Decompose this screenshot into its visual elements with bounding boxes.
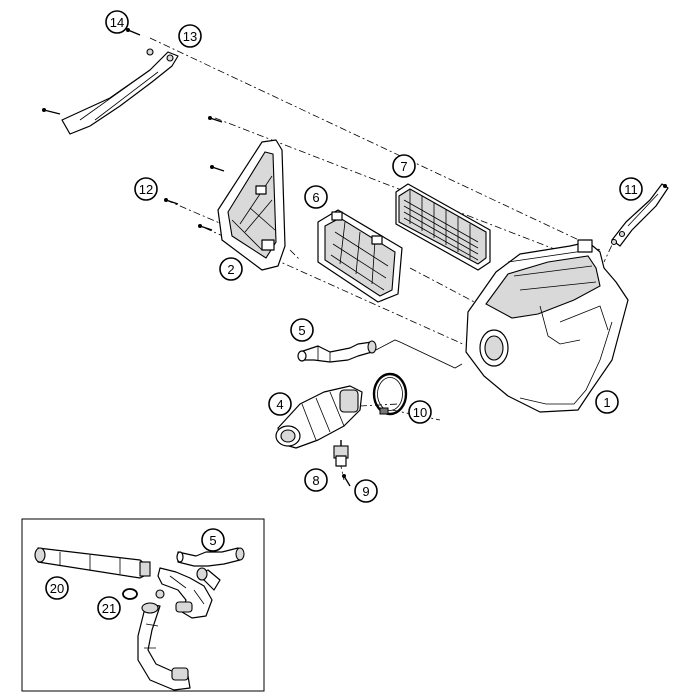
part-intake-boot-4: [275, 385, 363, 449]
callout-14: 14: [105, 10, 129, 34]
callout-circle: [408, 400, 432, 424]
callout-circle: [268, 392, 292, 416]
callout-number: 6: [312, 190, 319, 205]
callout-circle: [304, 185, 328, 209]
part-strap-11: [610, 183, 669, 247]
callout-number: 20: [50, 581, 64, 596]
callout-number: 9: [362, 484, 369, 499]
screws-frame-2: [164, 116, 225, 231]
screw-bracket-left: [42, 108, 61, 115]
callout-number: 10: [413, 405, 427, 420]
callout-4: 4: [268, 392, 292, 416]
callout-11: 11: [619, 177, 643, 201]
part-filter-support-6: [317, 209, 403, 303]
part-fitting-8: [333, 440, 349, 467]
callout-circle: [219, 257, 243, 281]
callout-number: 1: [603, 395, 610, 410]
callout-9: 9: [354, 479, 378, 503]
callout-1: 1: [595, 390, 619, 414]
callout-21: 21: [97, 596, 121, 620]
callout-number: 4: [276, 397, 283, 412]
callout-circle: [595, 390, 619, 414]
part-clamp-10: [372, 372, 408, 416]
callout-circle: [178, 24, 202, 48]
callout-10: 10: [408, 400, 432, 424]
part-tube-20: [34, 547, 151, 579]
part-airbox-1: [465, 239, 629, 413]
callout-number: 12: [139, 182, 153, 197]
callout-12: 12: [134, 177, 158, 201]
callout-circle: [304, 468, 328, 492]
callout-number: 13: [183, 29, 197, 44]
part-filter-frame-2: [217, 139, 286, 271]
callout-number: 11: [624, 182, 638, 197]
callout-number: 21: [102, 601, 116, 616]
callout-circle: [134, 177, 158, 201]
callout-number: 5: [298, 323, 305, 338]
callout-circle: [105, 10, 129, 34]
part-air-filter-7: [395, 183, 491, 271]
callout-number: 5: [209, 533, 216, 548]
callout-5-inset: 5: [201, 528, 225, 552]
callout-5: 5: [290, 318, 314, 342]
part-breather-hose-5: [297, 340, 377, 363]
callout-circle: [45, 576, 69, 600]
part-bracket-13: [61, 48, 179, 135]
callout-20: 20: [45, 576, 69, 600]
screw-9: [342, 474, 351, 487]
part-lower-hose: [137, 602, 191, 691]
callout-number: 2: [227, 262, 234, 277]
callout-number: 8: [312, 473, 319, 488]
callout-7: 7: [392, 154, 416, 178]
callout-2: 2: [219, 257, 243, 281]
callout-8: 8: [304, 468, 328, 492]
part-small-clamp: [122, 588, 165, 600]
screw-14: [126, 28, 141, 36]
callout-circle: [201, 528, 225, 552]
callout-circle: [619, 177, 643, 201]
part-elbow-hose-21: [157, 567, 221, 619]
callout-circle: [97, 596, 121, 620]
callout-6: 6: [304, 185, 328, 209]
callout-number: 14: [110, 15, 124, 30]
part-hose-5-inset: [176, 547, 245, 567]
inset-box: [21, 518, 265, 692]
callout-number: 7: [400, 159, 407, 174]
callout-circle: [354, 479, 378, 503]
callout-13: 13: [178, 24, 202, 48]
callout-circle: [392, 154, 416, 178]
callout-circle: [290, 318, 314, 342]
